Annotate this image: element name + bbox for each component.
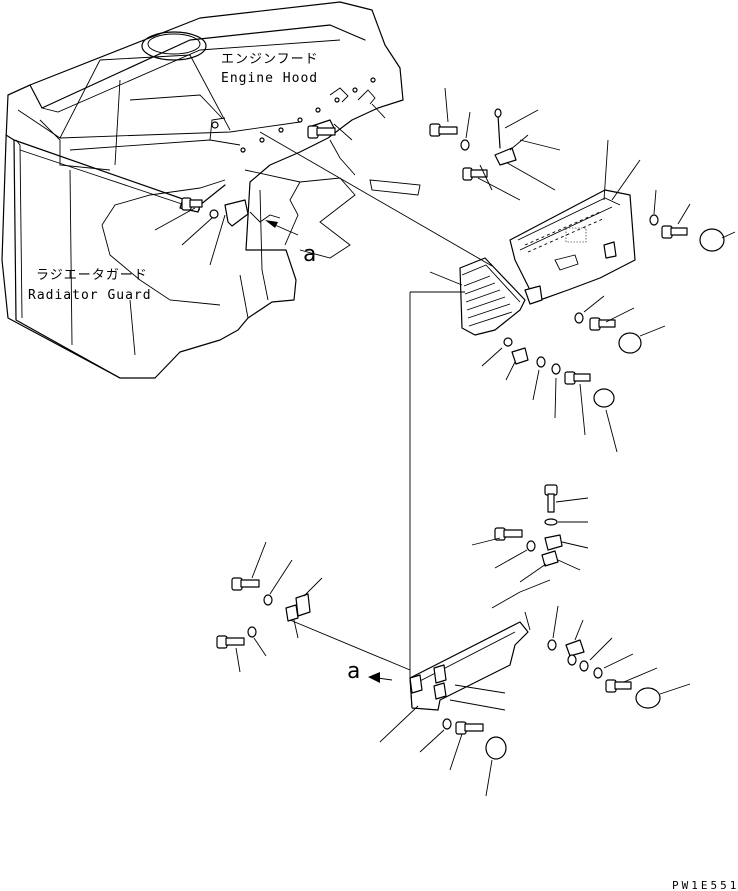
bolt-hood	[307, 125, 336, 139]
bolt-right-1	[661, 203, 691, 239]
view-a-arrow-bottom	[368, 672, 393, 683]
washer-mid-2	[494, 540, 536, 569]
washer-step-2	[481, 337, 513, 367]
washer-right-1	[649, 189, 659, 226]
bolt-left-2	[216, 635, 245, 673]
radiator-guard-label: ラジエータガード Radiator Guard	[28, 268, 152, 303]
engine-hood-label-jp: エンジンフード	[221, 52, 319, 67]
pin-top	[494, 108, 539, 149]
washer-step-1	[574, 295, 605, 324]
top-cover-plate	[509, 139, 641, 301]
bolt-top-2	[462, 164, 493, 191]
view-a-marker-top: a	[303, 242, 316, 267]
hood-hinge-holes	[211, 77, 376, 153]
washer-low-1	[547, 605, 559, 651]
washer-low-4	[593, 653, 634, 679]
cap-step-1	[618, 325, 666, 354]
cap-low-right	[635, 683, 691, 709]
step-plate	[429, 257, 543, 336]
view-a-arrow-top	[265, 220, 299, 236]
view-a-marker-bottom: a	[347, 659, 360, 684]
side-panel	[409, 611, 531, 711]
radiator-guard-label-jp: ラジエータガード	[36, 268, 148, 283]
bolt-step-1	[589, 307, 635, 331]
washer-left-2	[247, 626, 267, 657]
washer-step-4	[551, 363, 561, 419]
engine-hood-housing	[1, 1, 421, 379]
radiator-guard-label-en: Radiator Guard	[28, 288, 152, 303]
bolt-bottom	[449, 721, 484, 771]
cap-bottom	[485, 736, 507, 797]
bolt-mid-left	[471, 527, 523, 546]
washer-step-3	[532, 356, 546, 401]
clip-low-1	[565, 619, 585, 657]
vent-grid	[565, 227, 587, 243]
bolt-vertical	[544, 484, 589, 513]
washer-bottom	[419, 718, 452, 753]
cap-step-2	[593, 388, 618, 453]
panel-leader-bottom	[379, 705, 419, 743]
bolt-step-2	[564, 371, 591, 436]
washer-left-1	[263, 559, 293, 606]
clip-step-2	[505, 347, 529, 381]
drawing-code: PW1E551	[672, 879, 738, 891]
bolt-radiator	[181, 197, 203, 211]
washer-top-1	[460, 111, 471, 151]
washer-low-2	[567, 654, 577, 666]
cap-right-1	[699, 228, 736, 252]
reference-lines	[259, 131, 556, 678]
engine-hood-label: エンジンフード Engine Hood	[221, 52, 319, 86]
bolt-top-1	[429, 87, 458, 137]
bolt-low-right	[605, 667, 658, 693]
bolt-left-1	[231, 541, 267, 591]
engine-hood-label-en: Engine Hood	[221, 71, 318, 86]
washer-mid-1	[544, 518, 588, 526]
clip-top	[494, 134, 561, 166]
washer-low-3	[579, 637, 613, 672]
clip-mid-2	[519, 550, 581, 583]
clip-mid-1	[544, 534, 589, 551]
clip-left-1	[285, 577, 323, 639]
